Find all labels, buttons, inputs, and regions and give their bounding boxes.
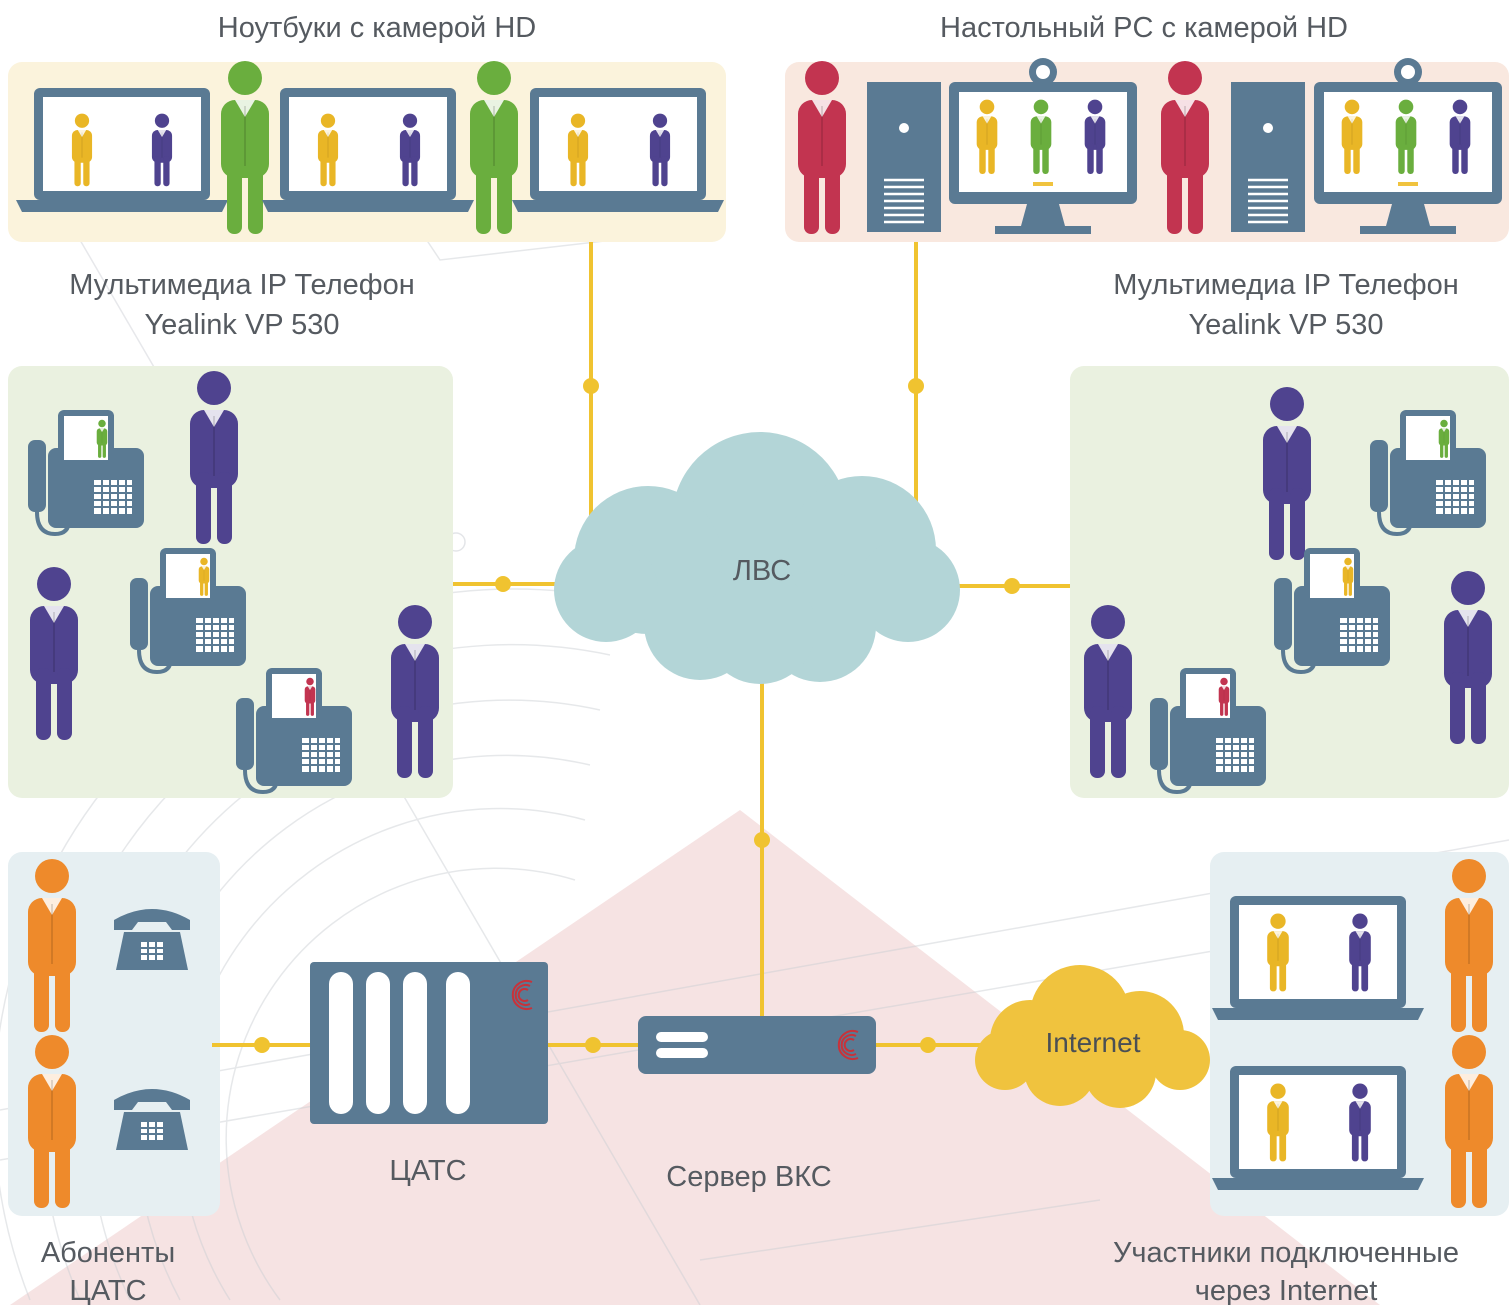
subscribers-label-line1: Абоненты [41,1237,175,1269]
phones-left-label-line1: Мультимедиа IP Телефон [69,269,415,301]
link-nodes [254,378,1020,1053]
laptop-icon [1212,1066,1424,1190]
server-icon [638,1016,876,1074]
desktop-pc-icon [1229,80,1307,234]
subscribers-label-line2: ЦАТС [69,1275,146,1305]
server-label: Сервер ВКС [666,1161,831,1193]
laptop-icon [1212,896,1424,1020]
remote-label-line1: Участники подключенные [1113,1237,1459,1269]
lan-cloud-icon [554,432,960,684]
laptop-icon [512,88,724,212]
pbx-label: ЦАТС [389,1155,466,1187]
rotary-phone-icon [113,908,191,971]
phones-right-label-line1: Мультимедиа IP Телефон [1113,269,1459,301]
laptop-icon [16,88,228,212]
lan-label: ЛВС [733,555,791,587]
phones-right-label-line2: Yealink VP 530 [1188,309,1383,341]
phones-left-label-line2: Yealink VP 530 [144,309,339,341]
brand-logo-icon [511,980,533,1010]
brand-logo-icon [837,1030,859,1060]
rotary-phone-icon [113,1088,191,1151]
laptop-icon [262,88,474,212]
desktops-label: Настольный PC с камерой HD [940,12,1348,44]
desktop-pc-icon [865,80,943,234]
internet-label: Internet [1046,1027,1141,1058]
pbx-icon [310,962,548,1124]
remote-label-line2: через Internet [1195,1275,1378,1305]
internet-cloud-icon [975,965,1210,1108]
laptops-label: Ноутбуки с камерой HD [218,12,536,44]
